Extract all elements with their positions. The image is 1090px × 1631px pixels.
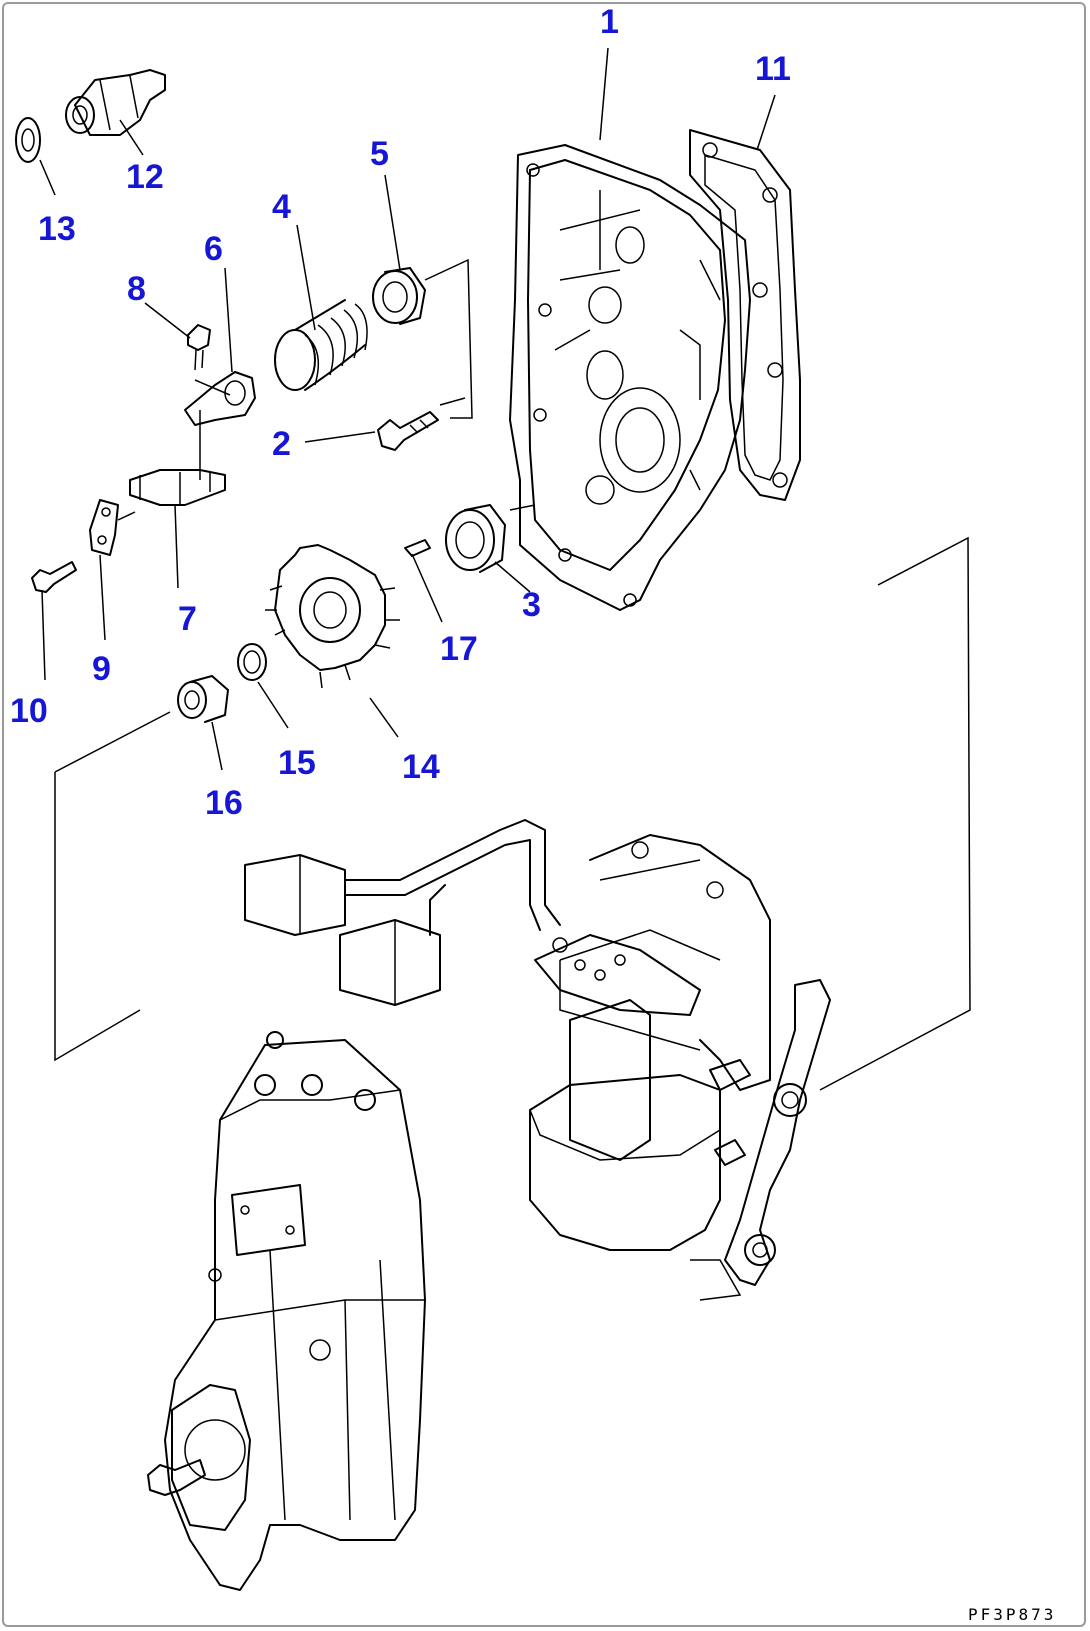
- part-2-bolt: [377, 411, 439, 451]
- callout-10: 10: [10, 692, 48, 730]
- part-3-bearing: [445, 504, 506, 573]
- actuator-assembly: [529, 834, 831, 1301]
- part-7-bracket: [129, 469, 226, 506]
- part-6-lever: [184, 371, 256, 480]
- part-10-bolt: [31, 561, 77, 593]
- callout-13: 13: [38, 210, 76, 248]
- part-11-gasket: [689, 129, 801, 501]
- part-1-housing: [509, 144, 751, 611]
- callout-5: 5: [370, 135, 389, 173]
- part-16-bushing: [177, 675, 229, 723]
- callout-16: 16: [205, 784, 243, 822]
- callout-labels: 1 2 3 4 5 6 7 8 9 10 11 12 13 14 15 16 1…: [10, 3, 791, 822]
- part-13-washer: [15, 117, 41, 163]
- part-5-cap: [372, 267, 426, 325]
- part-8-screw: [187, 324, 211, 371]
- fuel-injection-pump: [147, 1031, 426, 1591]
- callout-4: 4: [272, 188, 291, 226]
- callout-9: 9: [92, 650, 111, 688]
- callout-6: 6: [204, 230, 223, 268]
- drawing-code: PF3P873: [968, 1605, 1056, 1624]
- wire-harness: [244, 819, 561, 1006]
- part-12-sensor: [65, 69, 166, 136]
- part-14-gear: [265, 544, 400, 689]
- part-17-key: [404, 539, 431, 557]
- callout-7: 7: [178, 600, 197, 638]
- callout-2: 2: [272, 425, 291, 463]
- callout-14: 14: [402, 748, 440, 786]
- assembly-reference-lines: [54, 258, 971, 1091]
- callout-15: 15: [278, 744, 316, 782]
- callout-1: 1: [600, 3, 619, 41]
- callout-12: 12: [126, 158, 164, 196]
- callout-11: 11: [755, 50, 791, 88]
- callout-8: 8: [127, 270, 146, 308]
- part-9-plate: [89, 499, 136, 556]
- callout-leaders: [39, 47, 776, 771]
- callout-17: 17: [440, 630, 478, 668]
- part-15-snap-ring: [237, 643, 267, 681]
- callout-3: 3: [522, 586, 541, 624]
- part-4-spring: [274, 299, 368, 391]
